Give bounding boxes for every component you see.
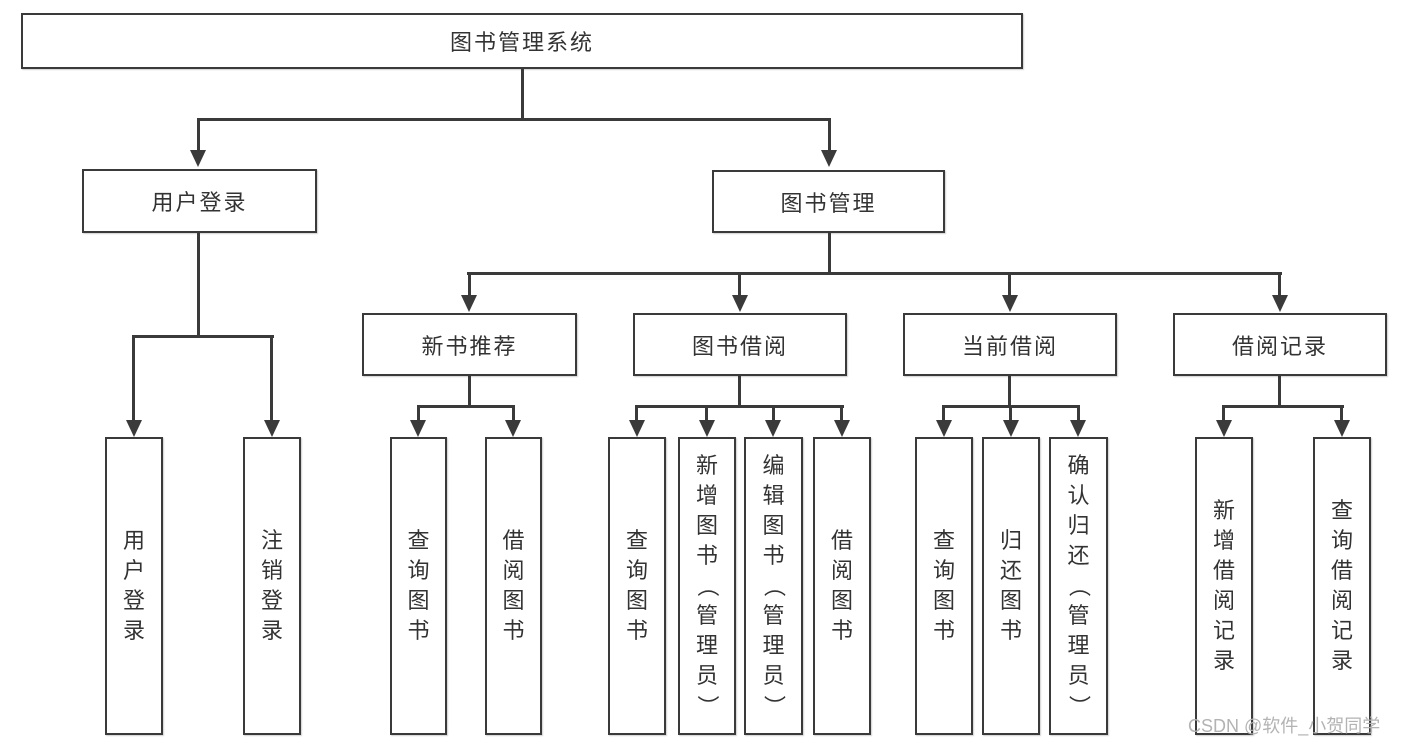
arrow-down-icon xyxy=(834,420,850,437)
leaf-edit-book-admin: 编辑图书（管理员） xyxy=(744,437,803,735)
arrow-down-icon xyxy=(1216,420,1232,437)
connector-line xyxy=(738,376,741,405)
connector-line xyxy=(1009,408,1012,420)
connector-line xyxy=(417,405,515,408)
arrow-down-icon xyxy=(821,150,837,167)
arrow-down-icon xyxy=(765,420,781,437)
connector-line xyxy=(942,405,1080,408)
connector-line xyxy=(772,408,775,420)
arrow-down-icon xyxy=(732,295,748,312)
connector-line xyxy=(197,121,200,150)
connector-line xyxy=(1222,408,1225,420)
connector-line xyxy=(521,69,524,118)
arrow-down-icon xyxy=(190,150,206,167)
arrow-down-icon xyxy=(410,420,426,437)
connector-line xyxy=(1278,275,1281,295)
leaf-query-borrow-record: 查询借阅记录 xyxy=(1313,437,1371,735)
connector-line xyxy=(197,118,831,121)
connector-line xyxy=(1077,408,1080,420)
connector-line xyxy=(1008,275,1011,295)
leaf-logout: 注销登录 xyxy=(243,437,301,735)
node-user-login: 用户登录 xyxy=(82,169,317,233)
leaf-query-books-borrow: 查询图书 xyxy=(608,437,666,735)
connector-line xyxy=(828,121,831,150)
node-current-borrowing: 当前借阅 xyxy=(903,313,1117,376)
connector-line xyxy=(467,272,1282,275)
connector-line xyxy=(468,275,471,295)
arrow-down-icon xyxy=(1334,420,1350,437)
node-book-management: 图书管理 xyxy=(712,170,945,233)
arrow-down-icon xyxy=(461,295,477,312)
connector-line xyxy=(840,408,843,420)
arrow-down-icon xyxy=(1003,420,1019,437)
connector-line xyxy=(512,408,515,420)
connector-line xyxy=(132,335,274,338)
connector-line xyxy=(468,376,471,405)
arrow-down-icon xyxy=(629,420,645,437)
leaf-query-books-current: 查询图书 xyxy=(915,437,973,735)
arrow-down-icon xyxy=(264,420,280,437)
arrow-down-icon xyxy=(936,420,952,437)
leaf-query-books-recommend: 查询图书 xyxy=(390,437,447,735)
connector-line xyxy=(417,408,420,420)
leaf-add-book-admin: 新增图书（管理员） xyxy=(678,437,736,735)
node-new-book-recommendation: 新书推荐 xyxy=(362,313,577,376)
connector-line xyxy=(1278,376,1281,405)
leaf-borrow-books: 借阅图书 xyxy=(813,437,871,735)
connector-line xyxy=(132,338,135,420)
connector-line xyxy=(635,405,844,408)
connector-line xyxy=(1008,376,1011,405)
connector-line xyxy=(1340,408,1343,420)
connector-line xyxy=(942,408,945,420)
connector-line xyxy=(197,233,200,335)
arrow-down-icon xyxy=(1272,295,1288,312)
connector-line xyxy=(1222,405,1344,408)
node-library-management-system: 图书管理系统 xyxy=(21,13,1023,69)
node-book-borrowing: 图书借阅 xyxy=(633,313,847,376)
node-borrowing-records: 借阅记录 xyxy=(1173,313,1387,376)
connector-line xyxy=(828,233,831,272)
leaf-return-books: 归还图书 xyxy=(982,437,1040,735)
arrow-down-icon xyxy=(1002,295,1018,312)
leaf-add-borrow-record: 新增借阅记录 xyxy=(1195,437,1253,735)
arrow-down-icon xyxy=(505,420,521,437)
connector-line xyxy=(270,338,273,420)
arrow-down-icon xyxy=(126,420,142,437)
connector-line xyxy=(738,275,741,295)
leaf-user-login: 用户登录 xyxy=(105,437,163,735)
leaf-confirm-return-admin: 确认归还（管理员） xyxy=(1049,437,1108,735)
arrow-down-icon xyxy=(699,420,715,437)
leaf-borrow-books-recommend: 借阅图书 xyxy=(485,437,542,735)
connector-line xyxy=(705,408,708,420)
connector-line xyxy=(635,408,638,420)
arrow-down-icon xyxy=(1070,420,1086,437)
csdn-watermark: CSDN @软件_小贺同学 xyxy=(1188,716,1381,736)
